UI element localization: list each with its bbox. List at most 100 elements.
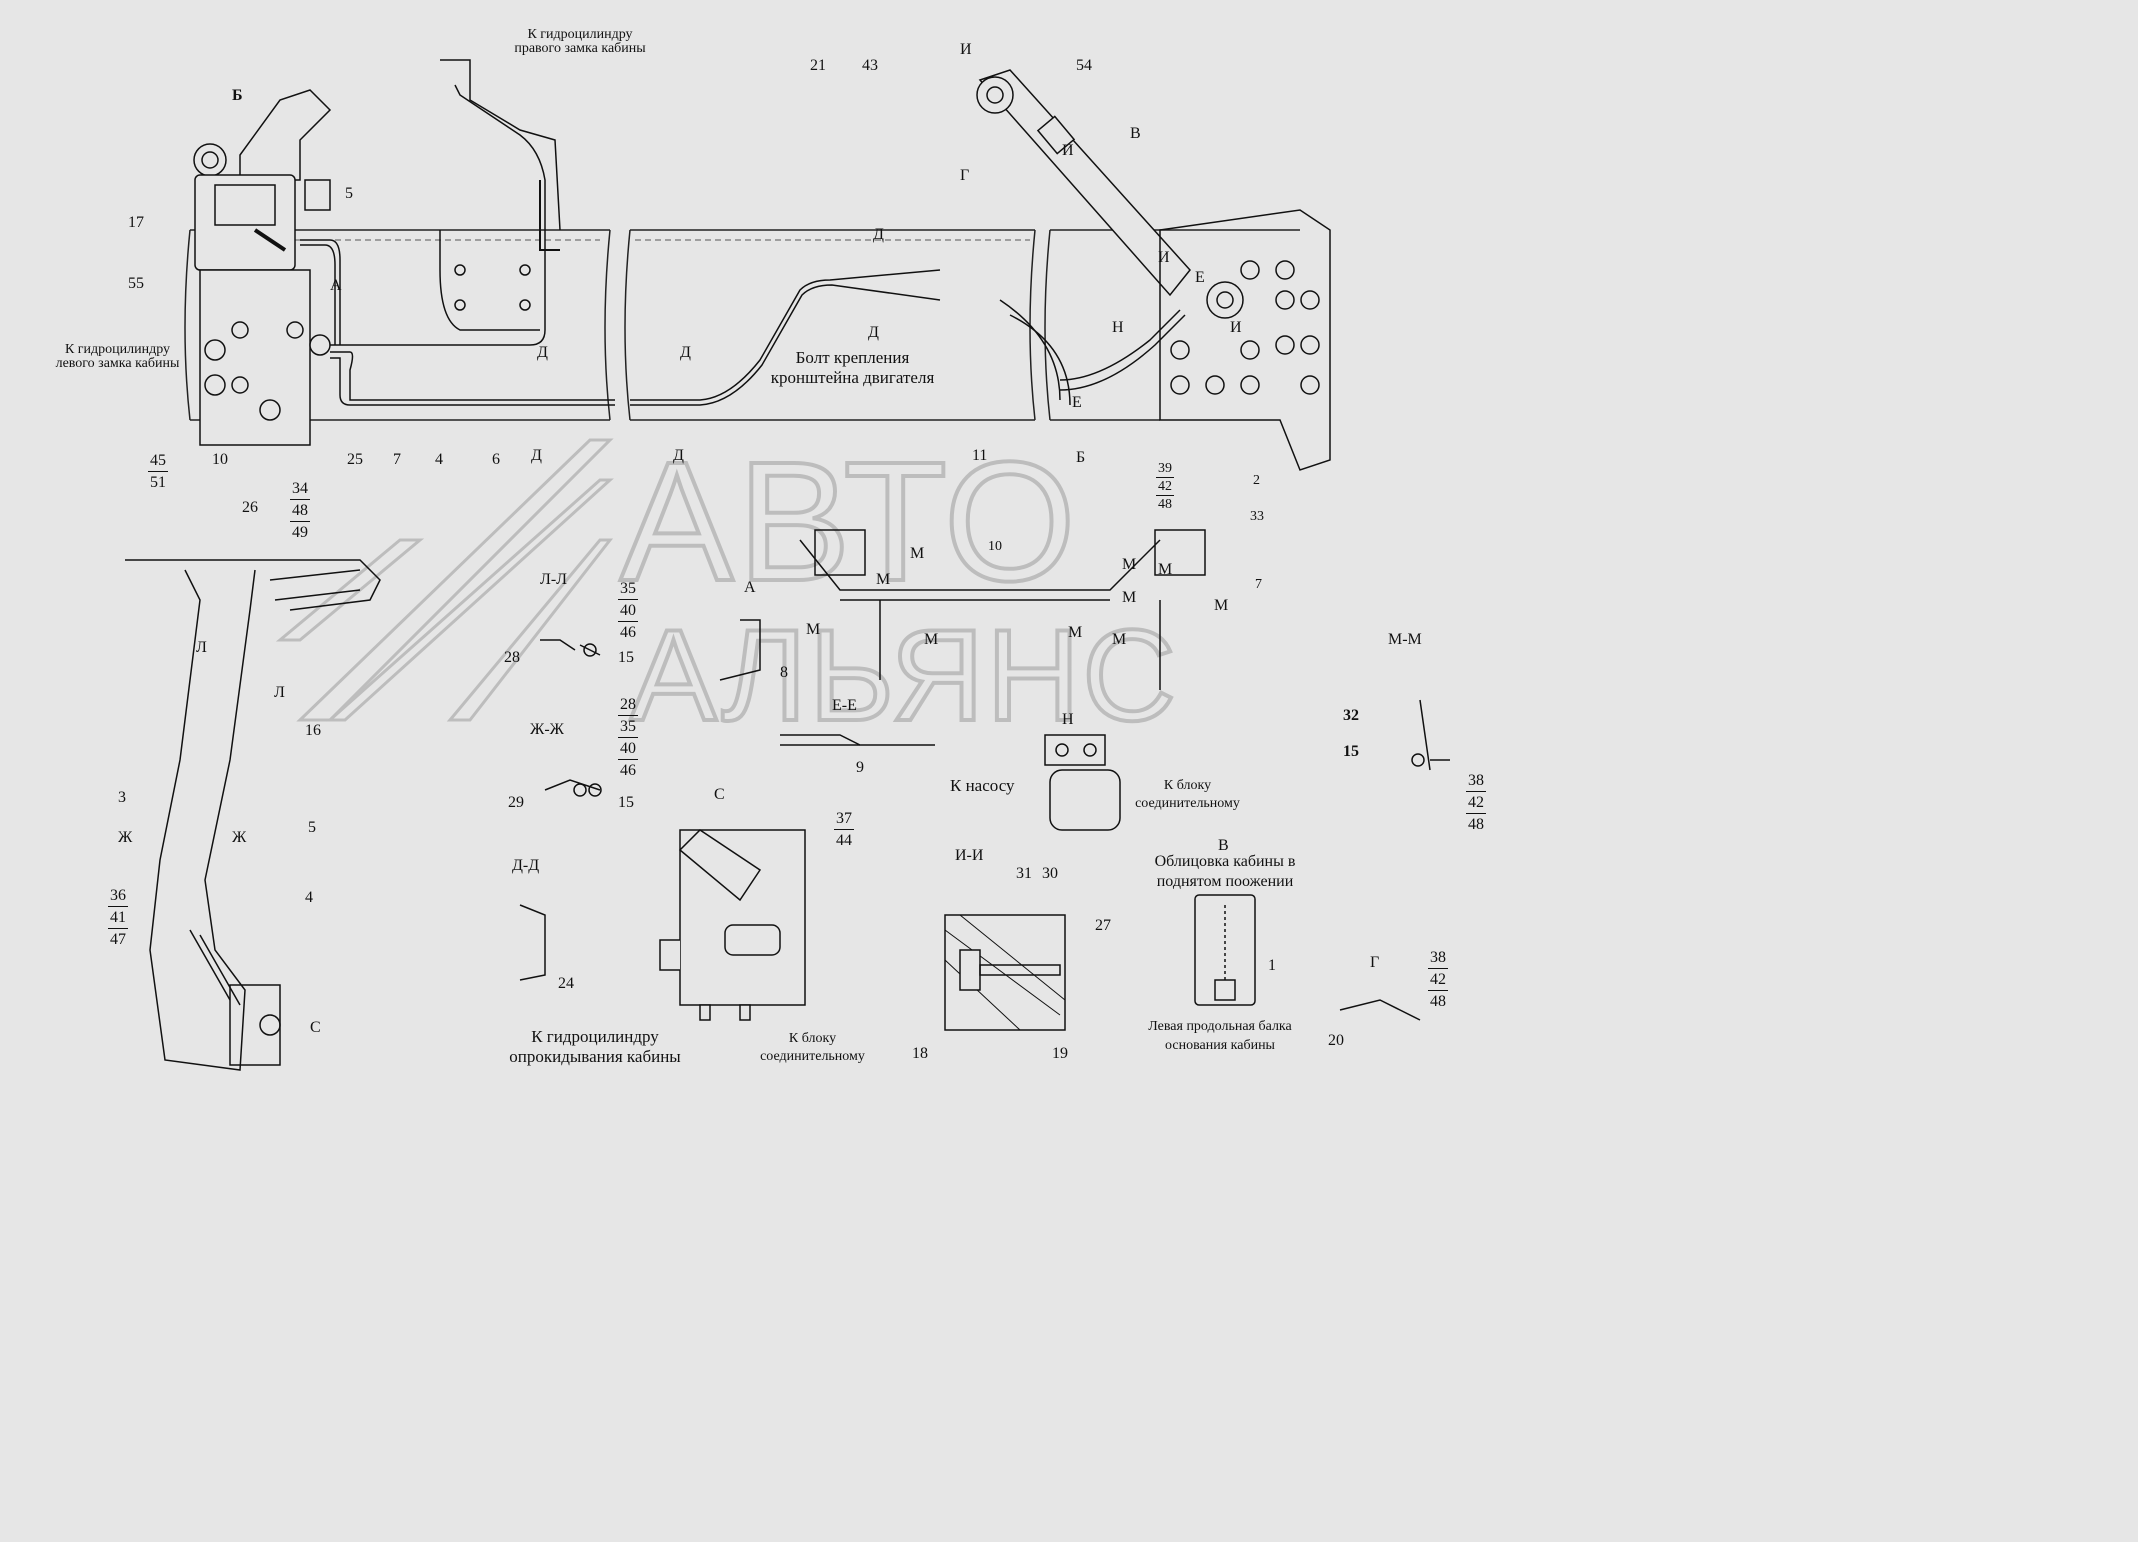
- cab-lock-arm: [125, 559, 381, 1071]
- label-32: 32: [1343, 707, 1359, 724]
- label-a: А: [330, 277, 342, 294]
- label-21: 21: [810, 57, 826, 74]
- label-55: 55: [128, 275, 144, 292]
- section-zhzh-title: Ж-Ж: [530, 721, 564, 738]
- minor-details: [519, 619, 1450, 1021]
- label-48c: 48: [1430, 993, 1446, 1010]
- label-35-40-46a: 35 40 46: [618, 578, 638, 643]
- section-dd-title: Д-Д: [512, 857, 540, 874]
- label-28b: 28: [618, 694, 638, 716]
- label-43: 43: [862, 57, 878, 74]
- label-41: 41: [108, 907, 128, 929]
- label-38b: 38: [1428, 947, 1448, 969]
- section-ii: [944, 914, 1066, 1031]
- label-45-51: 45 51: [148, 450, 168, 493]
- tilt-caption-line1: К гидроцилиндру: [531, 1027, 659, 1046]
- section-n: [1044, 734, 1121, 831]
- label-38a: 38: [1466, 770, 1486, 792]
- label-10a: 10: [212, 451, 228, 468]
- label-34-48-49: 34 48 49: [290, 478, 310, 543]
- section-ll-title: Л-Л: [540, 571, 568, 588]
- label-g: Г: [960, 167, 970, 184]
- pump-caption: К насосу: [950, 776, 1015, 795]
- label-4a: 4: [435, 451, 443, 468]
- section-v: [1194, 894, 1256, 1006]
- label-31: 31: [1016, 865, 1032, 882]
- rear-bracket: [1159, 209, 1331, 471]
- label-m8: М: [1214, 597, 1229, 614]
- label-15a: 15: [618, 649, 634, 666]
- label-d4: Д: [673, 447, 684, 464]
- label-d2: Д: [531, 447, 542, 464]
- cab-frame-view-b: [799, 529, 1206, 690]
- label-38-42-48b: 38 42 48: [1428, 947, 1448, 1012]
- section-c-valve: [659, 829, 806, 1021]
- label-i3: И: [1158, 249, 1170, 266]
- label-6: 6: [492, 451, 500, 468]
- label-37: 37: [834, 808, 854, 830]
- label-37-44: 37 44: [834, 808, 854, 851]
- label-n: Н: [1112, 319, 1124, 336]
- label-b2: Б: [1076, 449, 1086, 466]
- cab-lock-bracket: [439, 59, 561, 331]
- label-m6: М: [1158, 561, 1173, 578]
- cab-caption: Облицовка кабины в поднятом поожении: [1140, 852, 1310, 892]
- label-m5: М: [1122, 556, 1137, 573]
- label-33: 33: [1250, 509, 1264, 524]
- connector2-caption: К блоку соединительному: [1120, 777, 1255, 813]
- label-11: 11: [972, 447, 988, 464]
- label-40a: 40: [618, 600, 638, 622]
- label-54: 54: [1076, 57, 1092, 74]
- label-c: С: [310, 1019, 321, 1036]
- label-42b: 42: [1428, 969, 1448, 991]
- watermark-text-2: АЛЬЯНС: [630, 602, 1178, 748]
- section-g-title: Г: [1370, 954, 1380, 971]
- label-48d: 48: [1158, 497, 1172, 512]
- left-lock-caption: К гидроцилиндру левого замка кабины: [40, 343, 195, 371]
- section-ii-title: И-И: [955, 847, 984, 864]
- label-19: 19: [1052, 1045, 1068, 1062]
- label-1: 1: [1268, 957, 1276, 974]
- frame-rail: [184, 229, 1300, 421]
- watermark-logo: [275, 438, 614, 722]
- label-34: 34: [290, 478, 310, 500]
- left-lock-caption-line1: К гидроцилиндру: [64, 342, 171, 357]
- hydraulic-pipes: [300, 84, 1186, 406]
- label-m3: М: [806, 621, 821, 638]
- label-46b: 46: [620, 762, 636, 779]
- label-16: 16: [305, 722, 321, 739]
- label-2: 2: [1253, 473, 1260, 488]
- connector-caption-line1: К блоку: [788, 1031, 837, 1046]
- label-m9: М: [1068, 624, 1083, 641]
- label-d5: Д: [873, 226, 884, 243]
- label-46a: 46: [620, 624, 636, 641]
- beam-caption: Левая продольная балка основания кабины: [1130, 1017, 1310, 1055]
- section-n-title: Н: [1062, 711, 1074, 728]
- label-5b: 5: [308, 819, 316, 836]
- label-49: 49: [292, 524, 308, 541]
- beam-caption-line1: Левая продольная балка: [1148, 1019, 1292, 1034]
- label-zh2: Ж: [232, 829, 247, 846]
- label-d1: Д: [537, 344, 548, 361]
- label-36-41-47: 36 41 47: [108, 885, 128, 950]
- label-48a: 48: [290, 500, 310, 522]
- watermark-text-1: АВТО: [620, 427, 1080, 617]
- connector-caption: К блоку соединительному: [745, 1030, 880, 1066]
- label-47: 47: [110, 931, 126, 948]
- left-lock-caption-line2: левого замка кабины: [55, 356, 180, 371]
- label-m10: М: [1112, 631, 1127, 648]
- label-7b: 7: [1255, 577, 1262, 592]
- right-lock-caption: К гидроцилиндру правого замка кабины: [500, 28, 660, 56]
- label-m2: М: [876, 571, 891, 588]
- label-m1: М: [910, 545, 925, 562]
- tilt-caption-line2: опрокидывания кабины: [509, 1047, 681, 1066]
- label-15c: 15: [1343, 743, 1359, 760]
- label-v: В: [1130, 125, 1141, 142]
- label-29: 29: [508, 794, 524, 811]
- label-i1: И: [960, 41, 972, 58]
- label-36: 36: [108, 885, 128, 907]
- label-8: 8: [780, 664, 788, 681]
- label-3: 3: [118, 789, 126, 806]
- label-48b: 48: [1468, 816, 1484, 833]
- label-25: 25: [347, 451, 363, 468]
